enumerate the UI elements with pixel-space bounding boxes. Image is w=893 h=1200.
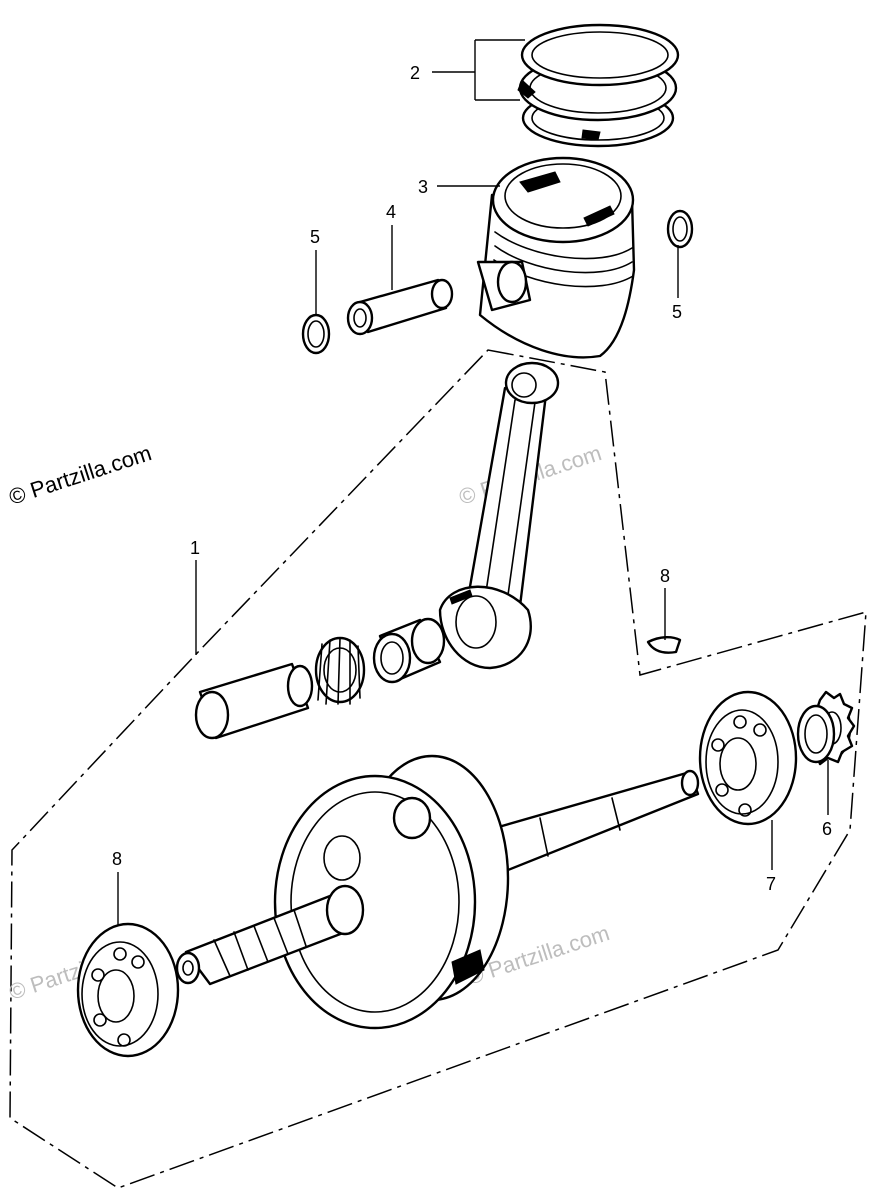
callout-8-right: 7 xyxy=(766,874,776,894)
callout-2: 2 xyxy=(410,63,420,83)
ball-bearing-right[interactable] xyxy=(698,690,798,826)
crank-pin[interactable] xyxy=(194,662,314,740)
callout-8-left: 8 xyxy=(112,849,122,869)
callout-3: 3 xyxy=(418,177,428,197)
piston-pin-clip-left[interactable] xyxy=(301,313,331,355)
piston-pin-clip-right[interactable] xyxy=(666,209,694,249)
ball-bearing-left[interactable] xyxy=(76,922,180,1058)
woodruff-key[interactable] xyxy=(646,636,682,654)
cam-chain-sprocket[interactable] xyxy=(796,690,856,766)
piston[interactable] xyxy=(476,156,636,359)
needle-bearing[interactable] xyxy=(372,617,446,684)
leader-lines xyxy=(117,39,829,925)
piston-pin[interactable] xyxy=(346,278,454,336)
thrust-washer[interactable] xyxy=(314,636,366,705)
crankshaft[interactable] xyxy=(175,754,700,1030)
watermark-main: © Partzilla.com xyxy=(6,440,155,510)
callout-5-left: 5 xyxy=(310,227,320,247)
piston-ring-set[interactable] xyxy=(517,23,680,148)
callout-5-right: 5 xyxy=(672,302,682,322)
callout-1: 1 xyxy=(190,538,200,558)
callout-4: 4 xyxy=(386,202,396,222)
callout-7: 8 xyxy=(660,566,670,586)
assembly-boundary xyxy=(9,349,867,1189)
connecting-rod[interactable] xyxy=(438,361,560,670)
callout-6: 6 xyxy=(822,819,832,839)
